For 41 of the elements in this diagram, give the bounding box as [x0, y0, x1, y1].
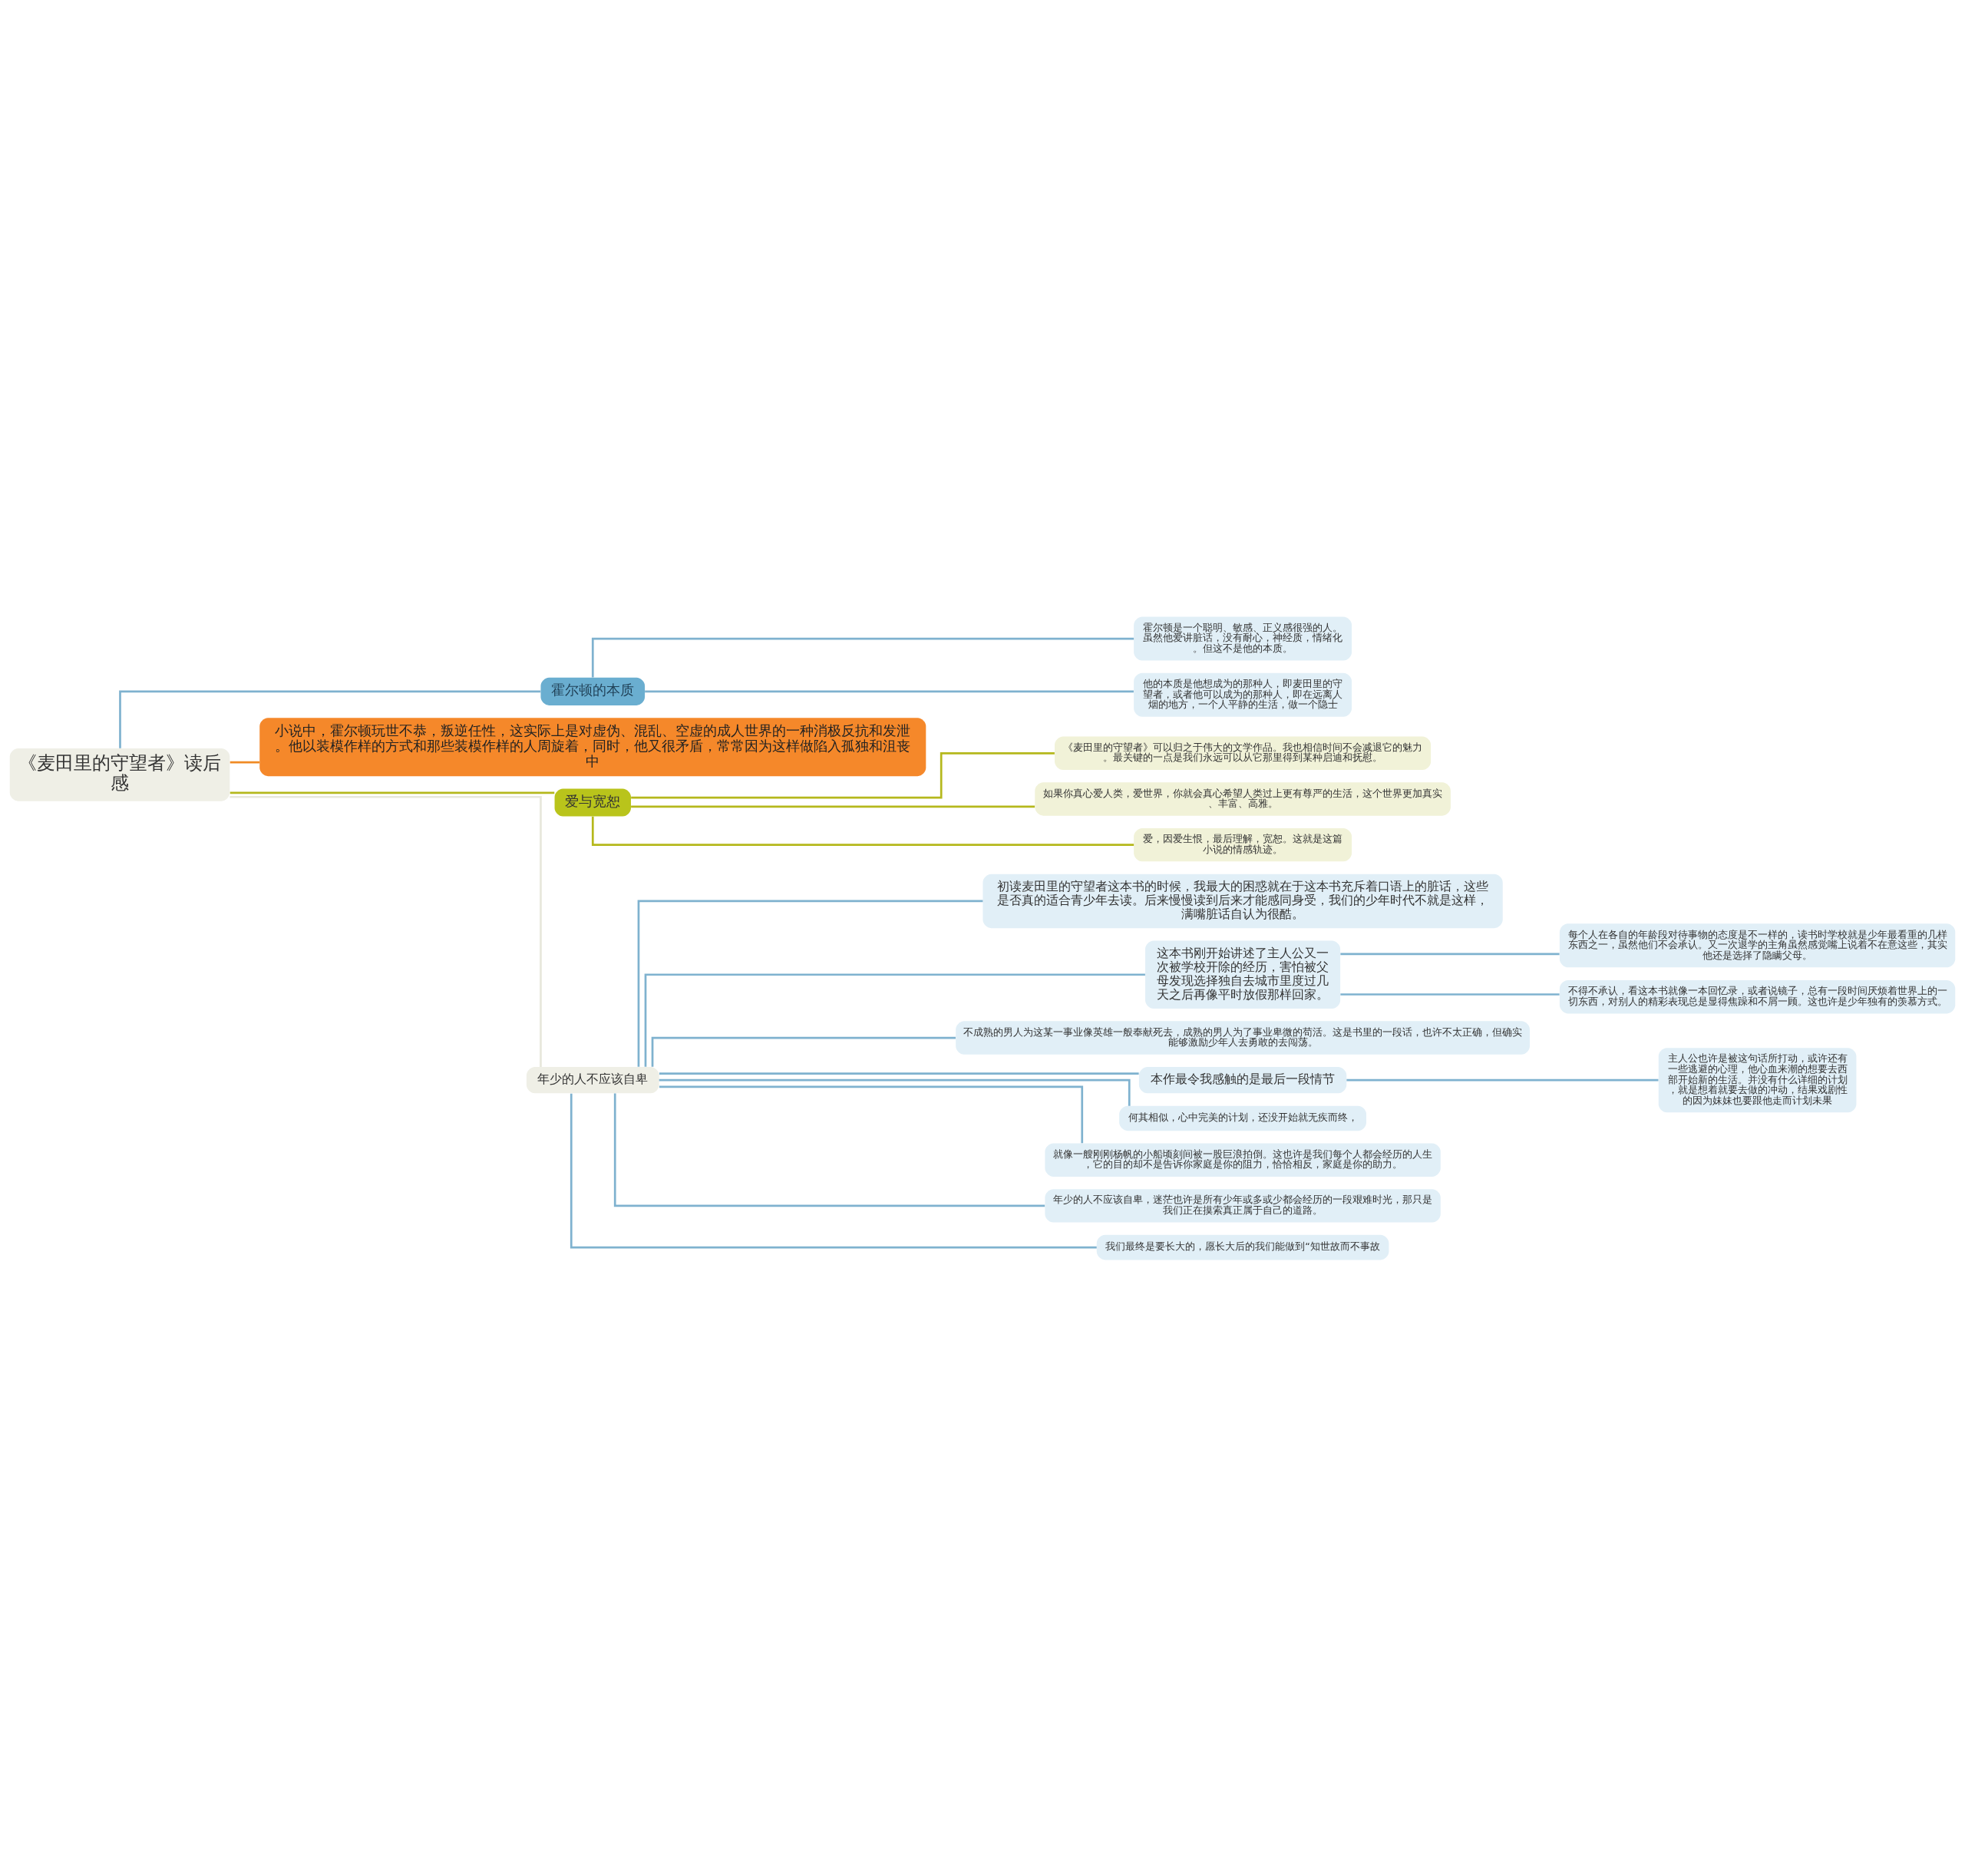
node-box: 小说中，霍尔顿玩世不恭，叛逆任性，这实际上是对虚伪、混乱、空虚的成人世界的一种消极反抗和发泄。他以装模作样的方式和那些装模作样的人周旋着，同时，他又很矛盾，常常因为这样做陷入孤独和沮丧中 — [259, 717, 926, 776]
connector — [591, 637, 1134, 677]
node-box: 不得不承认，看这本书就像一本回忆录，或者说镜子，总有一段时间厌烦着世界上的一切东西，对别人的精彩表现总是显得焦躁和不屑一顾。这也许是少年独有的羡慕方式。 — [1559, 979, 1956, 1013]
connector — [230, 795, 542, 1067]
node-box: 年少的人不应该自卑 — [526, 1066, 659, 1093]
connector — [644, 973, 1145, 1067]
connector — [1340, 953, 1560, 955]
node-box: 年少的人不应该自卑，迷茫也许是所有少年或多或少都会经历的一段艰难时光，那只是我们正在摸索真正属于自己的道路。 — [1045, 1188, 1441, 1223]
node-box: 《麦田里的守望者》可以归之于伟大的文学作品。我也相信时间不会减退它的魅力。最关键的一点是我们永远可以从它那里得到某种启迪和抚慰。 — [1055, 736, 1432, 770]
connector — [591, 816, 1134, 846]
connector — [570, 1093, 1097, 1248]
connector — [230, 761, 260, 763]
connector — [659, 1085, 1084, 1143]
connector — [119, 689, 541, 748]
node-box: 不成熟的男人为这某一事业像英雄一般奉献死去，成熟的男人为了事业卑微的苟活。这是书里的一段话，也许不太正确，但确实能够激励少年人去勇敢的去闯荡。 — [956, 1020, 1530, 1055]
node-box: 爱，因爱生恨，最后理解，宽恕。这就是这篇小说的情感轨迹。 — [1134, 827, 1352, 861]
connector — [1346, 1078, 1659, 1082]
connector — [637, 900, 983, 1067]
node-box: 爱与宽恕 — [554, 788, 631, 817]
connector — [631, 805, 1035, 808]
connector — [1340, 992, 1560, 996]
node-box: 霍尔顿的本质 — [540, 677, 646, 705]
node-box: 初读麦田里的守望者这本书的时候，我最大的困惑就在于这本书充斥着口语上的脏话，这些是否真的适合青少年去读。后来慢慢读到后来才能感同身受，我们的少年时代不就是这样，满嘴脏话自认为很酷。 — [982, 874, 1503, 928]
connector — [659, 1072, 1139, 1075]
connector — [651, 1036, 956, 1067]
node-box: 霍尔顿是一个聪明、敏感、正义感很强的人。虽然他爱讲脏话，没有耐心，神经质，情绪化。但这不是他的本质。 — [1134, 616, 1352, 661]
node-box: 这本书刚开始讲述了主人公又一次被学校开除的经历，害怕被父母发现选择独自去城市里度过几天之后再像平时放假那样回家。 — [1145, 940, 1341, 1009]
connector — [659, 1078, 1131, 1106]
connector — [613, 1092, 1045, 1207]
connector — [631, 751, 1055, 799]
node-box: 《麦田里的守望者》读后感 — [9, 748, 230, 801]
node-box: 如果你真心爱人类，爱世界，你就会真心希望人类过上更有尊严的生活，这个世界更加真实、丰富、高雅。 — [1035, 781, 1451, 816]
node-box: 何其相似，心中完美的计划，还没开始就无疾而终， — [1119, 1105, 1367, 1131]
node-box: 我们最终是要长大的，愿长大后的我们能做到“知世故而不事故 — [1096, 1234, 1389, 1260]
node-box: 主人公也许是被这句话所打动，或许还有一些逃避的心理，他心血来潮的想要去西部开始新的生活。并没有什么详细的计划，就是想着就要去做的冲动，结果戏剧性的因为妹妹也要跟他走而计划未果 — [1658, 1047, 1857, 1112]
connector — [645, 689, 1134, 692]
node-box: 本作最令我感触的是最后一段情节 — [1138, 1066, 1347, 1093]
node-box: 他的本质是他想成为的那种人，即麦田里的守望者，或者他可以成为的那种人，即在远离人烟的地方，一个人平静的生活，做一个隐士 — [1134, 672, 1352, 717]
node-box: 就像一艘刚刚杨帆的小船顷刻间被一股巨浪拍倒。这也许是我们每个人都会经历的人生，它的目的却不是告诉你家庭是你的阻力，恰恰相反，家庭是你的助力。 — [1045, 1142, 1441, 1177]
node-box: 每个人在各自的年龄段对待事物的态度是不一样的，读书时学校就是少年最看重的几样东西之一，虽然他们不会承认。又一次退学的主角虽然感觉嘴上说着不在意这些，其实他还是选择了隐瞒父母。 — [1559, 923, 1956, 967]
connector — [230, 791, 555, 794]
